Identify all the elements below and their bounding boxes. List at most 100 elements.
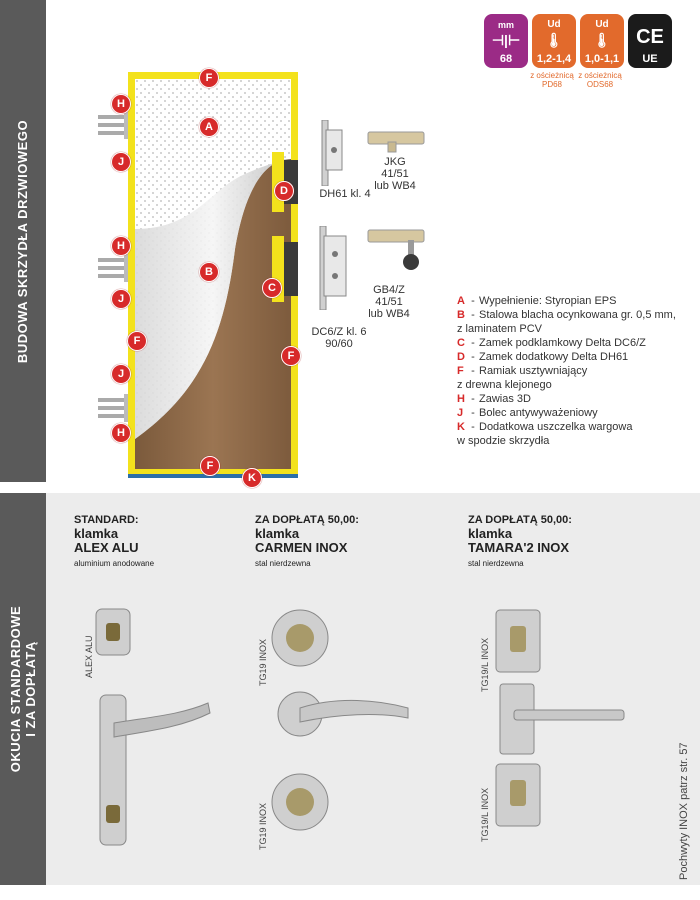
jkg-label-line2: 41/51	[381, 168, 409, 180]
legend-item-k: K- Dodatkowa uszczelka wargowa	[457, 420, 697, 434]
sidebar-top-label: BUDOWA SKRZYDŁA DRZWIOWEGO	[15, 119, 31, 363]
legend-key: C	[457, 337, 465, 349]
thickness-symbol-icon: ⊣|⊢	[491, 32, 521, 48]
carmen-tag-bottom: TG19 INOX	[258, 802, 268, 850]
ce-mark-icon: CE	[636, 26, 664, 48]
legend-item-d: D- Zamek dodatkowy Delta DH61	[457, 350, 697, 364]
thermometer-symbol-icon: 🌡	[593, 32, 611, 48]
legend-text: Stalowa blacha ocynkowana gr. 0,5 mm,	[479, 309, 676, 321]
ce-value: UE	[642, 53, 658, 65]
legend: A- Wypełnienie: Styropian EPS B- Stalowa…	[457, 294, 697, 448]
marker-a: A	[199, 117, 219, 137]
badge-sub-pd68-line2: PD68	[541, 80, 562, 89]
dh61-lock-icon	[321, 120, 343, 186]
thickness-icon: mm	[497, 20, 514, 30]
legend-text: Zamek podklamkowy Delta DC6/Z	[479, 337, 646, 349]
thermal-badge-ods68: Ud 🌡 1,0-1,1	[580, 14, 624, 68]
legend-item-c: C- Zamek podklamkowy Delta DC6/Z	[457, 336, 697, 350]
badge-sub-pd68: z ościeżnicą PD68	[528, 71, 576, 89]
legend-key: H	[457, 393, 465, 405]
spec-badges: mm ⊣|⊢ 68 Ud 🌡 1,2-1,4 Ud 🌡 1,0-1,1 CE U…	[484, 14, 672, 68]
marker-d: D	[274, 181, 294, 201]
legend-key: B	[457, 309, 465, 321]
legend-item-h: H- Zawias 3D	[457, 392, 697, 406]
legend-item-k-line2: w spodzie skrzydła	[457, 435, 550, 447]
dc6-label-line1: DC6/Z kl. 6	[311, 326, 367, 338]
handle-type: klamka	[468, 526, 513, 541]
sidebar-bottom-label-line2: I ZA DOPŁATĄ	[23, 641, 38, 737]
legend-key: D	[457, 351, 465, 363]
marker-j-3: J	[111, 364, 131, 384]
handle-material: aluminium anodowane	[74, 559, 155, 568]
dc6-label-line2: 90/60	[325, 338, 353, 350]
legend-key: J	[457, 407, 464, 419]
sidebar-bottom-label: OKUCIA STANDARDOWE I ZA DOPŁATĄ	[8, 606, 38, 772]
marker-k: K	[242, 468, 262, 488]
handle-col-tamara: ZA DOPŁATĄ 50,00: klamka TAMARA'2 INOX s…	[468, 513, 572, 571]
legend-item-f: F- Ramiak usztywniający	[457, 364, 697, 378]
handle-name: ALEX ALU	[74, 540, 139, 555]
thickness-badge: mm ⊣|⊢ 68	[484, 14, 528, 68]
badge-sub-pd68-line1: z ościeżnicą	[530, 71, 574, 80]
legend-text: Dodatkowa uszczelka wargowa	[479, 421, 633, 433]
carmen-inox-handle-icon	[271, 609, 409, 831]
gb4-cylinder-icon	[367, 229, 425, 270]
jkg-label-line1: JKG	[384, 156, 406, 168]
marker-c: C	[262, 278, 282, 298]
main-lock-box	[282, 242, 298, 296]
sidebar-door-structure: BUDOWA SKRZYDŁA DRZWIOWEGO	[0, 0, 46, 482]
dc6-label: DC6/Z kl. 6 90/60	[304, 326, 374, 350]
legend-item-f-line2: z drewna klejonego	[457, 379, 552, 391]
handle-price-label: ZA DOPŁATĄ 50,00:	[255, 514, 359, 526]
handle-material: stal nierdzewna	[468, 559, 524, 568]
jkg-cylinder-icon	[367, 131, 425, 153]
thickness-value: 68	[499, 53, 513, 65]
handle-col-alex: STANDARD: klamka ALEX ALU aluminium anod…	[74, 513, 154, 571]
handle-col-carmen: ZA DOPŁATĄ 50,00: klamka CARMEN INOX sta…	[255, 513, 359, 571]
legend-text: Wypełnienie: Styropian EPS	[479, 295, 617, 307]
thermometer-icon: Ud	[595, 19, 609, 30]
jkg-label: JKG 41/51 lub WB4	[372, 156, 418, 192]
legend-key: A	[457, 295, 465, 307]
marker-b: B	[199, 262, 219, 282]
gb4-label-line2: 41/51	[375, 296, 403, 308]
handle-type: klamka	[255, 526, 300, 541]
handle-type: klamka	[74, 526, 119, 541]
thermometer-icon: Ud	[547, 19, 561, 30]
legend-item-b-line2: z laminatem PCV	[457, 323, 542, 335]
legend-key: K	[457, 421, 465, 433]
legend-text: Bolec antywyważeniowy	[479, 407, 598, 419]
dh61-label: DH61 kl. 4	[319, 188, 371, 200]
jkg-label-line3: lub WB4	[374, 180, 416, 192]
handle-name: CARMEN INOX	[255, 540, 348, 555]
legend-item-b: B- Stalowa blacha ocynkowana gr. 0,5 mm,	[457, 308, 697, 322]
gb4-label: GB4/Z 41/51 lub WB4	[364, 284, 414, 320]
alex-alu-handle-icon	[95, 608, 211, 846]
marker-j-2: J	[111, 289, 131, 309]
marker-h-2: H	[111, 236, 131, 256]
marker-h-1: H	[111, 94, 131, 114]
thermal-value-ods68: 1,0-1,1	[584, 53, 620, 65]
legend-item-a: A- Wypełnienie: Styropian EPS	[457, 294, 697, 308]
tamara-inox-handle-icon	[495, 609, 625, 827]
handle-name: TAMARA'2 INOX	[468, 540, 570, 555]
fittings-section	[46, 493, 700, 885]
inox-pulls-note: Pochwyty INOX patrz str. 57	[678, 742, 690, 880]
thermal-value-pd68: 1,2-1,4	[536, 53, 572, 65]
carmen-tag-top: TG19 INOX	[258, 638, 268, 686]
marker-j-1: J	[111, 152, 131, 172]
legend-text: Zawias 3D	[479, 393, 531, 405]
badge-sub-ods68: z ościeżnicą ODS68	[576, 71, 624, 89]
handle-material: stal nierdzewna	[255, 559, 311, 568]
legend-text: Ramiak usztywniający	[479, 365, 588, 377]
badge-sub-ods68-line1: z ościeżnicą	[578, 71, 622, 80]
marker-h-3: H	[111, 423, 131, 443]
handle-price-label: STANDARD:	[74, 514, 139, 526]
legend-key: F	[457, 365, 464, 377]
badge-sub-ods68-line2: ODS68	[586, 80, 614, 89]
thermometer-symbol-icon: 🌡	[545, 32, 563, 48]
tamara-tag-bottom: TG19/L INOX	[480, 787, 490, 842]
bottom-seal-strip	[128, 474, 298, 478]
sidebar-fittings: OKUCIA STANDARDOWE I ZA DOPŁATĄ	[0, 493, 46, 885]
